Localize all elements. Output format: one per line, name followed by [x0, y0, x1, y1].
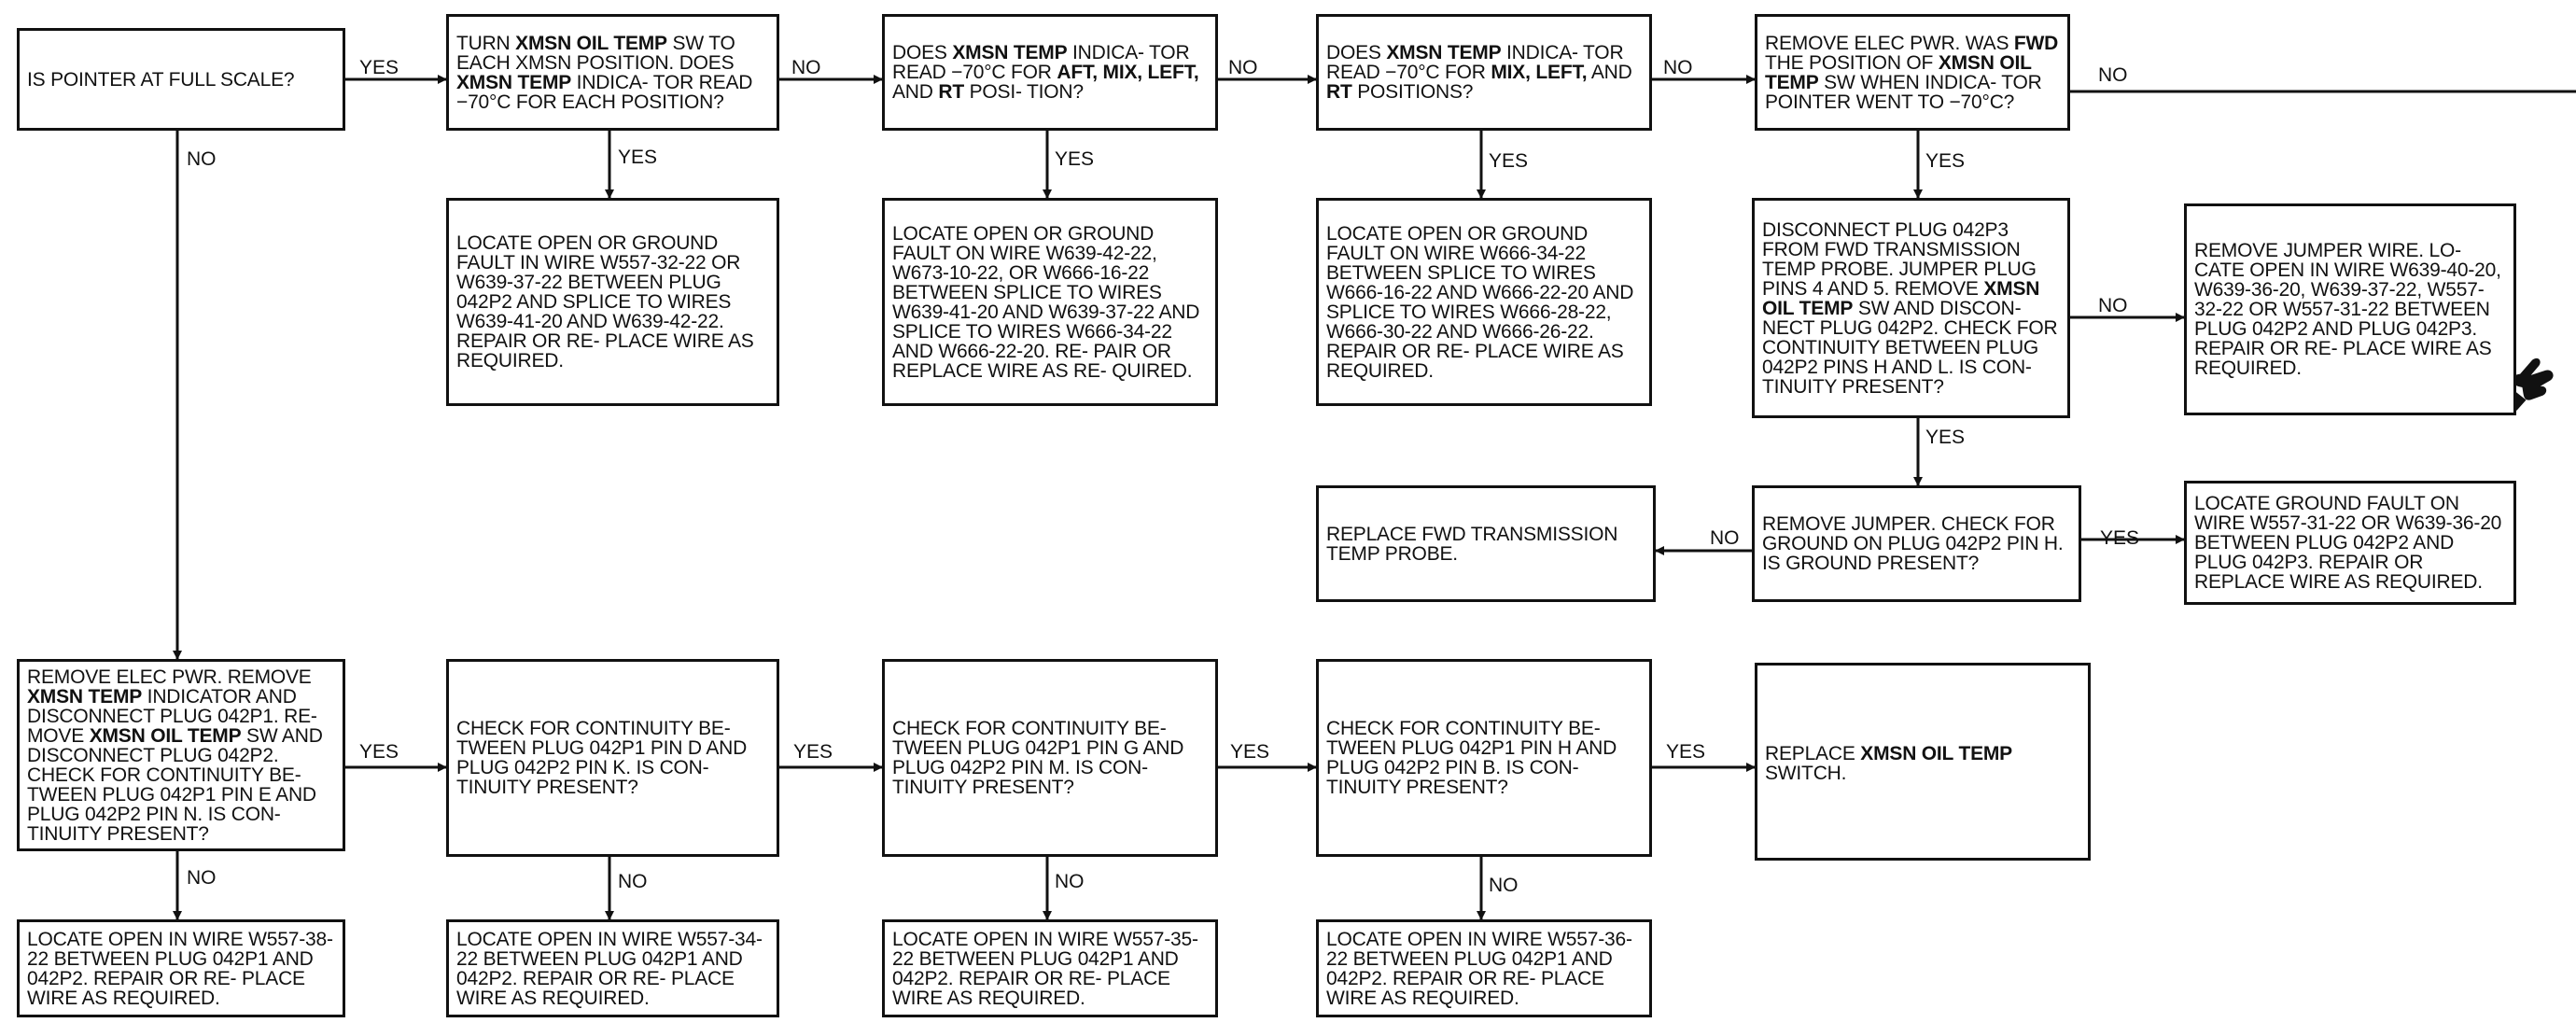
bold-term: AFT, MIX, LEFT, — [1057, 62, 1199, 83]
edge-label-r4-r5: YES — [1666, 741, 1706, 763]
box-text: REPLACE — [1765, 743, 1861, 764]
box-text: DOES — [1326, 42, 1387, 63]
box-text: DISCONNECT PLUG 042P3 FROM FWD TRANSMISS… — [1762, 218, 2037, 300]
box-text: REMOVE JUMPER. CHECK FOR GROUND ON PLUG … — [1762, 513, 2064, 574]
bold-term: XMSN OIL TEMP — [1765, 51, 2032, 93]
box-text: LOCATE OPEN IN WIRE W557-34-22 BETWEEN P… — [456, 928, 763, 1009]
box-text: LOCATE OPEN OR GROUND FAULT ON WIRE W666… — [1326, 222, 1634, 382]
bold-term: RT — [938, 81, 964, 103]
edge-label-q3-q4: NO — [1228, 57, 1258, 78]
box-open-w557-36-22: LOCATE OPEN IN WIRE W557-36-22 BETWEEN P… — [1316, 919, 1652, 1017]
box-text: SW WHEN INDICA- TOR POINTER WENT TO −70°… — [1765, 71, 2042, 113]
box-text: LOCATE OPEN OR GROUND FAULT IN WIRE W557… — [456, 232, 754, 371]
edge-label-q7-a7n: NO — [1710, 527, 1740, 549]
bold-term: XMSN OIL TEMP — [515, 32, 667, 54]
box-text: AND — [1587, 62, 1632, 83]
edge-label-r4-b4: NO — [1489, 875, 1519, 896]
edge-label-q5-next: NO — [2098, 64, 2128, 86]
bold-term: XMSN OIL TEMP — [89, 724, 242, 747]
box-text: AND — [892, 81, 939, 103]
edge-label-q3-a3: YES — [1055, 148, 1095, 170]
edge-label-q4-a4: YES — [1489, 150, 1529, 172]
edge-label-r2-r3: YES — [793, 741, 833, 763]
box-text: CHECK FOR CONTINUITY BE- TWEEN PLUG 042P… — [1326, 718, 1617, 798]
edge-label-q5-q6: YES — [1925, 150, 1966, 172]
box-text: SW AND DISCON- NECT PLUG 042P2. CHECK FO… — [1762, 297, 2058, 398]
box-text: LOCATE OPEN IN WIRE W557-35-22 BETWEEN P… — [892, 928, 1198, 1009]
box-replace-xmsn-oil-temp-switch: REPLACE XMSN OIL TEMP SWITCH. — [1755, 663, 2091, 861]
box-text: REMOVE ELEC PWR. REMOVE — [27, 666, 312, 688]
bold-term: FWD — [2013, 32, 2059, 54]
box-text: INDICATOR AND DISCONNECT PLUG 042P1. RE-… — [27, 685, 317, 747]
box-text: LOCATE OPEN IN WIRE W557-38-22 BETWEEN P… — [27, 928, 333, 1009]
bold-term: XMSN OIL TEMP — [1762, 277, 2040, 319]
box-text: REMOVE JUMPER WIRE. LO- CATE OPEN IN WIR… — [2194, 240, 2501, 379]
edge-label-r3-b3: NO — [1055, 871, 1085, 892]
box-text: POSITIONS? — [1351, 81, 1474, 103]
box-disconnect-plug-042p3: DISCONNECT PLUG 042P3 FROM FWD TRANSMISS… — [1752, 198, 2070, 418]
bold-term: XMSN TEMP — [952, 42, 1068, 63]
box-aft-mix-left-rt-check: DOES XMSN TEMP INDICA- TOR READ −70°C FO… — [882, 14, 1218, 131]
edge-label-r1-b1: NO — [187, 867, 217, 889]
bold-term: XMSN TEMP — [1386, 42, 1502, 63]
box-fault-w666-34-22: LOCATE OPEN OR GROUND FAULT ON WIRE W666… — [1316, 198, 1652, 406]
box-text: SW TO EACH XMSN POSITION. DOES — [456, 32, 735, 74]
edge-label-q6-a6: NO — [2098, 295, 2128, 316]
edge-label-q1-q2: YES — [359, 57, 399, 78]
box-text: POSI- TION? — [963, 81, 1084, 103]
box-fwd-position-check: REMOVE ELEC PWR. WAS FWD THE POSITION OF… — [1755, 14, 2070, 131]
box-text: REMOVE ELEC PWR. WAS — [1765, 32, 2014, 54]
box-text: IS POINTER AT FULL SCALE? — [27, 68, 295, 91]
box-text: CHECK FOR CONTINUITY BE- TWEEN PLUG 042P… — [892, 718, 1184, 798]
box-text: LOCATE OPEN OR GROUND FAULT ON WIRE W639… — [892, 222, 1200, 382]
box-fault-w557-32-22: LOCATE OPEN OR GROUND FAULT IN WIRE W557… — [446, 198, 779, 406]
box-continuity-pin-d-k: CHECK FOR CONTINUITY BE- TWEEN PLUG 042P… — [446, 659, 779, 857]
box-text: INDICA- TOR READ −70°C FOR — [1326, 42, 1624, 83]
box-text: INDICA- TOR READ −70°C FOR — [892, 42, 1190, 83]
edge-label-q2-q3: NO — [791, 57, 821, 78]
box-text: TURN — [456, 32, 516, 54]
box-remove-xmsn-temp-indicator: REMOVE ELEC PWR. REMOVE XMSN TEMP INDICA… — [17, 659, 345, 851]
bold-term: XMSN OIL TEMP — [1860, 743, 2012, 764]
box-open-w557-38-22: LOCATE OPEN IN WIRE W557-38-22 BETWEEN P… — [17, 919, 345, 1017]
edge-label-q7-a7y: YES — [2100, 527, 2140, 549]
edge-label-q1-r1: NO — [187, 148, 217, 170]
edge-label-r2-b2: NO — [618, 871, 648, 892]
box-continuity-pin-h-b: CHECK FOR CONTINUITY BE- TWEEN PLUG 042P… — [1316, 659, 1652, 857]
box-text: REPLACE FWD TRANSMISSION TEMP PROBE. — [1326, 523, 1618, 565]
box-open-w557-35-22: LOCATE OPEN IN WIRE W557-35-22 BETWEEN P… — [882, 919, 1218, 1017]
box-text: LOCATE OPEN IN WIRE W557-36-22 BETWEEN P… — [1326, 928, 1632, 1009]
bold-term: XMSN TEMP — [456, 71, 572, 93]
box-is-pointer-full-scale: IS POINTER AT FULL SCALE? — [17, 28, 345, 131]
box-fault-w639-42-22: LOCATE OPEN OR GROUND FAULT ON WIRE W639… — [882, 198, 1218, 406]
box-open-w557-34-22: LOCATE OPEN IN WIRE W557-34-22 BETWEEN P… — [446, 919, 779, 1017]
bold-term: MIX, LEFT, — [1491, 62, 1588, 83]
bold-term: RT — [1326, 81, 1352, 103]
box-mix-left-rt-check: DOES XMSN TEMP INDICA- TOR READ −70°C FO… — [1316, 14, 1652, 131]
edge-label-r1-r2: YES — [359, 741, 399, 763]
box-continuity-pin-g-m: CHECK FOR CONTINUITY BE- TWEEN PLUG 042P… — [882, 659, 1218, 857]
box-text: LOCATE GROUND FAULT ON WIRE W557-31-22 O… — [2194, 493, 2502, 593]
edge-label-q2-a2: YES — [618, 147, 658, 168]
box-text: CHECK FOR CONTINUITY BE- TWEEN PLUG 042P… — [456, 718, 748, 798]
edge-label-q6-q7: YES — [1925, 427, 1966, 448]
box-text: THE POSITION OF — [1765, 51, 1939, 74]
box-turn-xmsn-oil-temp-sw: TURN XMSN OIL TEMP SW TO EACH XMSN POSIT… — [446, 14, 779, 131]
box-text: DOES — [892, 42, 953, 63]
box-ground-fault-w557-31-22: LOCATE GROUND FAULT ON WIRE W557-31-22 O… — [2184, 481, 2516, 605]
box-text: SWITCH. — [1765, 763, 1847, 784]
box-replace-fwd-temp-probe: REPLACE FWD TRANSMISSION TEMP PROBE. — [1316, 485, 1656, 602]
edge-label-r3-r4: YES — [1230, 741, 1270, 763]
box-text: SW AND DISCONNECT PLUG 042P2. CHECK FOR … — [27, 724, 323, 845]
box-text: INDICA- TOR READ −70°C FOR EACH POSITION… — [456, 71, 753, 113]
bold-term: XMSN TEMP — [27, 685, 143, 708]
box-remove-jumper-wire: REMOVE JUMPER WIRE. LO- CATE OPEN IN WIR… — [2184, 203, 2516, 415]
box-check-ground-pin-h: REMOVE JUMPER. CHECK FOR GROUND ON PLUG … — [1752, 485, 2081, 602]
edge-label-q4-q5: NO — [1663, 57, 1693, 78]
